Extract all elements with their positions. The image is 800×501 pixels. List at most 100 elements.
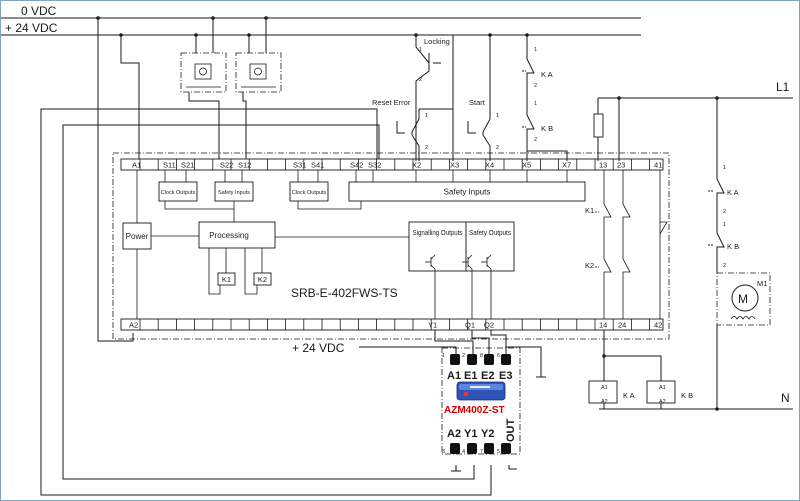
coil-ka: A1 A2 K A — [588, 380, 635, 405]
power-block: Power — [122, 222, 152, 250]
terminal-X3: X3 — [450, 161, 459, 170]
terminal-Q1: Q1 — [465, 321, 475, 330]
svg-text:7: 7 — [480, 449, 483, 455]
terminal-S21: S21 — [181, 161, 194, 170]
svg-text:3: 3 — [442, 449, 445, 455]
terminal-X2: X2 — [412, 161, 421, 170]
signalling-outputs-block: Signalling Outputs — [408, 221, 467, 272]
svg-text:Safety Inputs: Safety Inputs — [218, 190, 250, 196]
transistor-y1 — [425, 254, 436, 270]
svg-text:Processing: Processing — [209, 231, 249, 240]
locking-label: Locking — [424, 37, 450, 46]
svg-text:2: 2 — [534, 83, 537, 89]
svg-text:1: 1 — [425, 113, 428, 119]
bus-l1-label: L1 — [776, 80, 790, 94]
terminal-S42: S42 — [350, 161, 363, 170]
sensor-right — [235, 52, 282, 93]
interlock-pin-bottom — [484, 443, 494, 454]
svg-text:2: 2 — [419, 77, 422, 83]
svg-text:1: 1 — [419, 47, 422, 53]
terminal-A2: A2 — [129, 321, 138, 330]
terminals-bottom: A2 Y1 Q1 Q2 14 24 42 — [129, 321, 662, 330]
svg-text:1: 1 — [723, 165, 726, 171]
terminals-top: A1 S11 S21 S22 S12 S31 S41 S42 S32 X2 X3… — [132, 161, 662, 170]
interlock-pin-bottom — [450, 443, 460, 454]
safety-inputs-small: Safety Inputs — [214, 181, 254, 202]
svg-text:Clock Outputs: Clock Outputs — [161, 190, 196, 196]
interlock-pin-top — [501, 354, 511, 365]
terminal-X5: X5 — [522, 161, 531, 170]
interlock-name: AZM400Z-ST — [444, 405, 505, 416]
svg-text:A1: A1 — [659, 385, 666, 391]
bus-n-label: N — [781, 391, 790, 405]
terminal-42: 42 — [654, 321, 662, 330]
motor-m1: M — [716, 272, 771, 326]
start-label: Start — [469, 98, 486, 107]
interlock-E1: E1 — [464, 370, 477, 382]
interlock-out: OUT — [505, 419, 517, 443]
contact-k1-label: K1 — [585, 206, 594, 215]
svg-text:8: 8 — [480, 353, 483, 359]
terminal-S32: S32 — [368, 161, 381, 170]
terminal-13: 13 — [599, 161, 607, 170]
bus-24vdc-bottom-label: + 24 VDC — [292, 341, 345, 355]
safety-inputs-block: Safety Inputs — [348, 181, 586, 202]
motor-kb-label: K B — [727, 242, 739, 251]
fuse — [593, 113, 604, 138]
safety-outputs-block: Safety Outputs — [465, 221, 515, 272]
motor-ka-label: K A — [727, 188, 739, 197]
interlock-pin-bottom — [501, 443, 511, 454]
terminal-strip-bottom — [120, 318, 664, 331]
feedback-kb-label: K B — [541, 124, 553, 133]
svg-text:1: 1 — [534, 101, 537, 107]
svg-text:Safety Outputs: Safety Outputs — [469, 228, 511, 237]
bus-0vdc-label: 0 VDC — [21, 4, 57, 18]
terminal-23: 23 — [617, 161, 625, 170]
svg-text:A2: A2 — [601, 399, 608, 405]
interlock-device — [456, 381, 506, 401]
interlock-E2: E2 — [481, 370, 494, 382]
reset-error-label: Reset Error — [372, 98, 411, 107]
feedback-ka-kb — [522, 35, 535, 161]
terminal-41: 41 — [654, 161, 662, 170]
svg-text:A2: A2 — [659, 399, 666, 405]
motor-symbol: M — [738, 292, 748, 306]
svg-text:6: 6 — [497, 353, 500, 359]
interlock-Y1: Y1 — [464, 428, 477, 440]
start-switch — [467, 109, 491, 161]
svg-text:K2: K2 — [258, 275, 267, 284]
contact-k2-label: K2 — [585, 261, 594, 270]
clock-outputs-right: Clock Outputs — [289, 181, 329, 202]
terminal-S22: S22 — [220, 161, 233, 170]
terminal-A1: A1 — [132, 161, 141, 170]
bus-24vdc-label: + 24 VDC — [5, 21, 58, 35]
terminal-X4: X4 — [485, 161, 494, 170]
terminal-X7: X7 — [562, 161, 571, 170]
svg-text:K B: K B — [681, 391, 693, 400]
svg-text:4: 4 — [462, 449, 465, 455]
sensor-left — [180, 52, 227, 93]
svg-text:2: 2 — [462, 353, 465, 359]
interlock-pin-top — [484, 354, 494, 365]
terminal-S41: S41 — [311, 161, 324, 170]
svg-text:2: 2 — [723, 209, 726, 215]
svg-text:1: 1 — [496, 113, 499, 119]
locking-switch — [415, 35, 441, 161]
interlock-pin-bottom — [467, 443, 477, 454]
clock-outputs-left: Clock Outputs — [158, 181, 198, 202]
svg-text:1: 1 — [442, 353, 445, 359]
feedback-ka-label: K A — [541, 70, 553, 79]
k1-box: K1 — [217, 272, 236, 286]
svg-text:A1: A1 — [601, 385, 608, 391]
svg-text:2: 2 — [425, 145, 428, 151]
terminal-S11: S11 — [163, 161, 176, 170]
interlock-E3: E3 — [499, 370, 512, 382]
terminal-S12: S12 — [238, 161, 251, 170]
interlock-A2: A2 — [447, 428, 461, 440]
interlock-pin-top — [450, 354, 460, 365]
motor-label: M1 — [757, 279, 767, 288]
terminal-Q2: Q2 — [484, 321, 494, 330]
transistor-q1 — [462, 254, 473, 270]
